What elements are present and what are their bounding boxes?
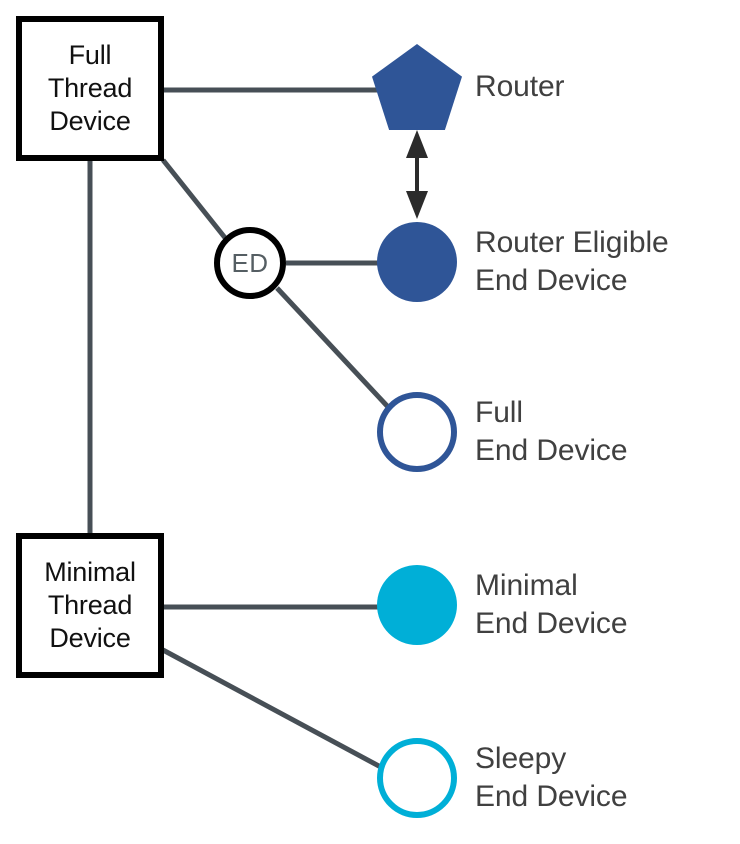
legend-label-router-eligible-end-device: Router Eligible End Device [475, 226, 669, 297]
minimal-ed-shape-wrapper [370, 558, 464, 652]
outlined-circle-icon [377, 738, 457, 818]
group-box-minimal-thread-device[interactable]: Minimal Thread Device [16, 533, 164, 678]
sleepy-ed-shape-wrapper [370, 731, 464, 825]
legend-row-full-end-device[interactable]: Full End Device [370, 385, 628, 479]
filled-circle-icon [377, 565, 457, 645]
group-box-full-thread-device[interactable]: Full Thread Device [16, 16, 164, 161]
legend-row-router-eligible-end-device[interactable]: Router Eligible End Device [370, 215, 669, 309]
legend-label-minimal-end-device: Minimal End Device [475, 569, 628, 640]
full-ed-shape-wrapper [370, 385, 464, 479]
reed-shape-wrapper [370, 215, 464, 309]
edge-ftd-to-ed [161, 158, 228, 241]
group-box-minimal-thread-device-label: Minimal Thread Device [44, 557, 136, 653]
group-box-full-thread-device-label: Full Thread Device [47, 40, 133, 136]
edge-ed-to-full-ed [275, 286, 391, 410]
edge-router-reed-double-arrow [406, 130, 428, 219]
pentagon-icon [372, 44, 462, 130]
filled-circle-icon [377, 222, 457, 302]
legend-label-sleepy-end-device: Sleepy End Device [475, 742, 628, 813]
legend-label-router: Router [475, 70, 565, 103]
edge-mtd-to-sleepy-ed [161, 647, 392, 775]
router-shape-wrapper [370, 40, 464, 134]
node-ed-label: ED [231, 247, 269, 278]
legend-label-full-end-device: Full End Device [475, 396, 628, 467]
node-ed[interactable]: ED [214, 227, 286, 299]
legend-row-sleepy-end-device[interactable]: Sleepy End Device [370, 731, 628, 825]
legend-row-router[interactable]: Router [370, 40, 565, 134]
outlined-circle-icon [377, 392, 457, 472]
legend-row-minimal-end-device[interactable]: Minimal End Device [370, 558, 628, 652]
